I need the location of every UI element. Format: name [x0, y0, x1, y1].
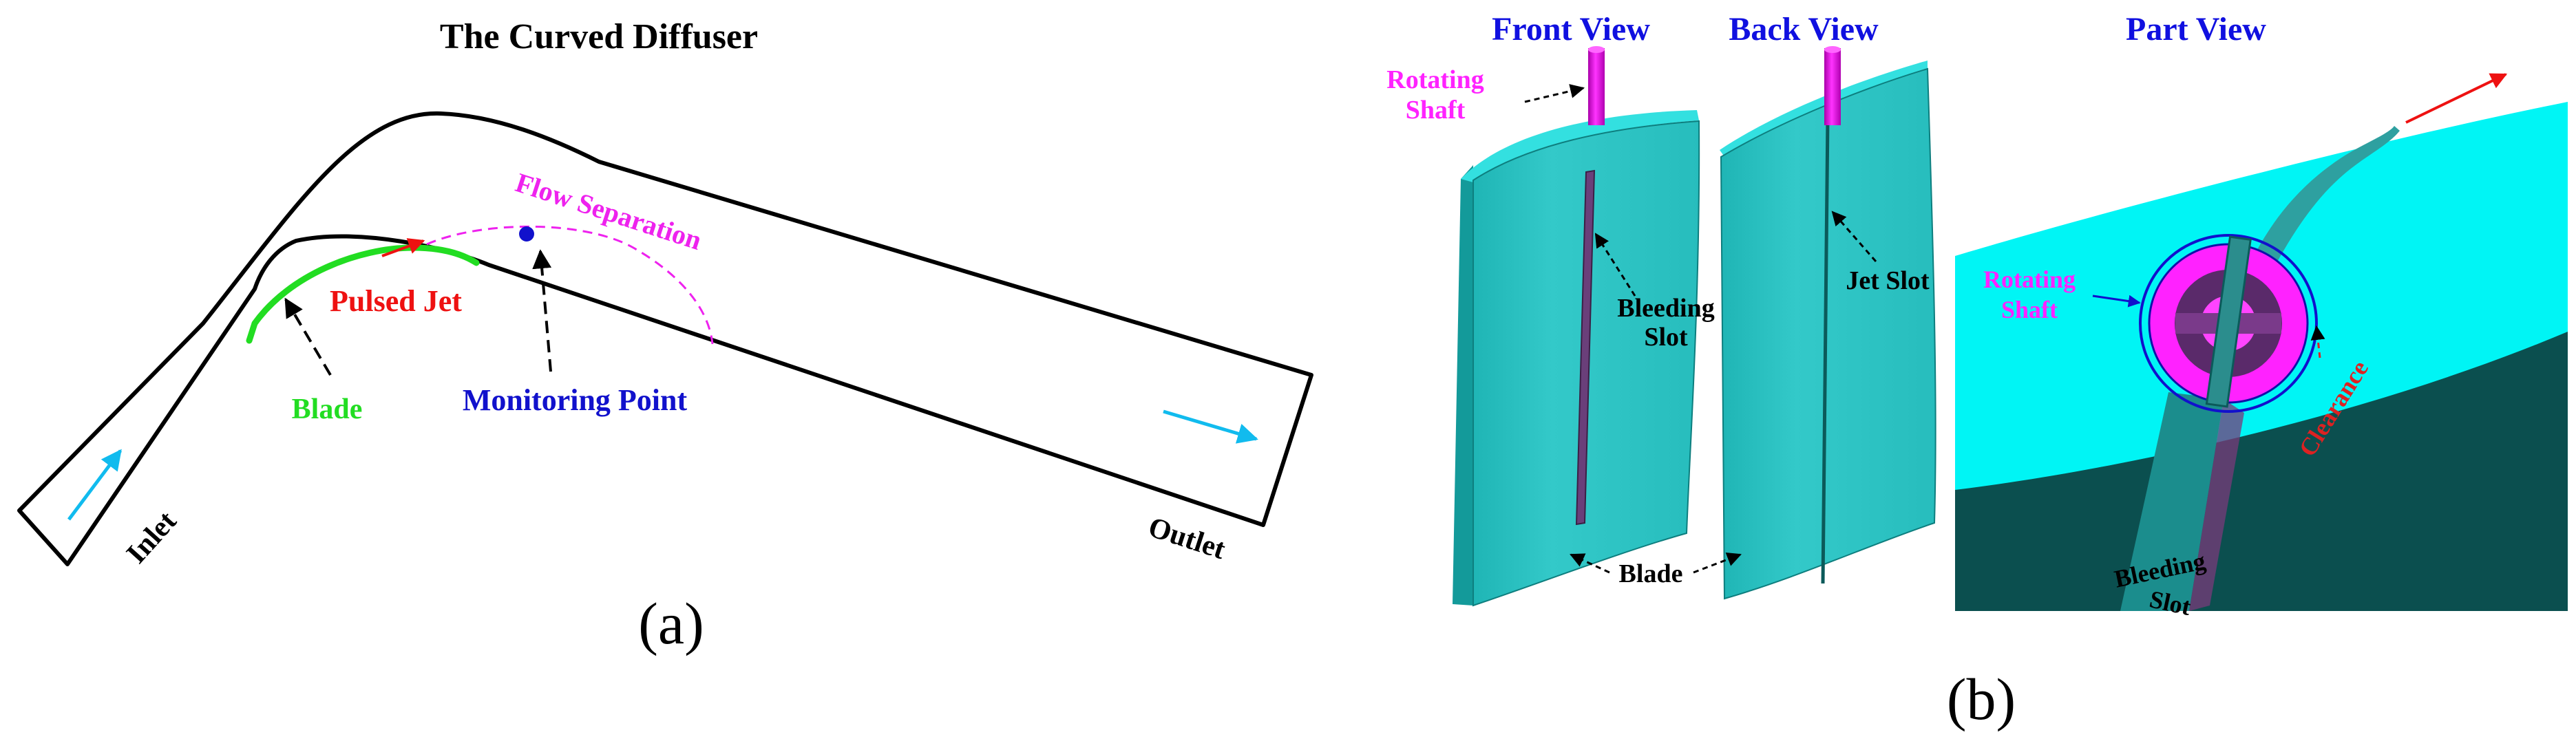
part-blade-slice [2205, 235, 2252, 408]
flow-separation-label: Flow Separation [512, 167, 706, 256]
blade-callout-arrow [284, 297, 332, 376]
front-shaft-cap [1588, 46, 1605, 53]
back-jet-slot [1821, 118, 1830, 584]
inlet-flow-arrow [67, 449, 122, 521]
outlet-label: Outlet [1145, 511, 1229, 566]
part-view-title: Part View [2126, 11, 2266, 47]
part-dark-floor [1955, 330, 2568, 611]
panel-b-caption: (b) [1947, 666, 2016, 732]
jet-slot-callout [1831, 211, 1877, 262]
blade-label-b: Blade [1619, 559, 1683, 588]
part-rotating-label-line1: Rotating [1983, 266, 2076, 293]
blade-curve [246, 244, 480, 344]
rotating-shaft-label-line2: Shaft [1406, 96, 1466, 125]
blade-label: Blade [292, 394, 363, 425]
part-shaft-callout [2092, 294, 2141, 308]
back-view-title: Back View [1729, 11, 1879, 47]
panel-a-title: The Curved Diffuser [440, 17, 758, 56]
front-blade-top [1461, 110, 1699, 182]
front-rotating-shaft [1588, 48, 1605, 125]
blade-callout-left [1570, 553, 1610, 574]
rotating-shaft-label-line1: Rotating [1386, 65, 1484, 94]
front-bleeding-slot [1575, 169, 1596, 526]
bleeding-slot-label-line2: Slot [1644, 323, 1688, 352]
back-rotating-shaft [1824, 48, 1841, 125]
monitoring-point-label: Monitoring Point [463, 383, 688, 417]
part-bleeding-channel [2120, 392, 2224, 611]
panel-b: Front View Back View Part View Rotating … [1386, 11, 2568, 732]
monitoring-callout-arrow [532, 249, 552, 372]
back-shaft-cap [1824, 46, 1841, 53]
outlet-flow-arrow [1163, 409, 1258, 444]
part-view [1955, 73, 2568, 611]
monitoring-point-marker [519, 226, 534, 242]
flow-separation-curve [426, 225, 714, 345]
rotating-shaft-callout [1524, 84, 1585, 103]
bleeding-slot-label-line1: Bleeding [1617, 294, 1714, 323]
pulsed-jet-label: Pulsed Jet [330, 284, 462, 318]
part-jet-arrow [2405, 73, 2508, 124]
part-jet-channel [2251, 126, 2400, 272]
clearance-callout [2310, 325, 2325, 358]
blade-callout-right [1693, 552, 1742, 574]
inlet-label: Inlet [120, 506, 182, 570]
jet-slot-label: Jet Slot [1846, 266, 1930, 295]
back-view-blade [1720, 61, 1936, 600]
panel-a-caption: (a) [638, 590, 704, 656]
part-shaft-label-line2: Shaft [2001, 296, 2058, 323]
part-clearance-ring [2139, 234, 2318, 413]
front-view-blade [1453, 110, 1700, 607]
pulsed-jet-arrow [381, 238, 425, 257]
front-view-title: Front View [1492, 11, 1650, 47]
bleeding-slot-callout [1594, 233, 1636, 297]
diffuser-outline [17, 111, 1313, 566]
panel-a: The Curved Diffuser Pulsed Jet Flow Sepa… [17, 17, 1313, 656]
front-blade-side [1453, 165, 1473, 606]
part-bleeding-channel-dark [2189, 399, 2244, 611]
